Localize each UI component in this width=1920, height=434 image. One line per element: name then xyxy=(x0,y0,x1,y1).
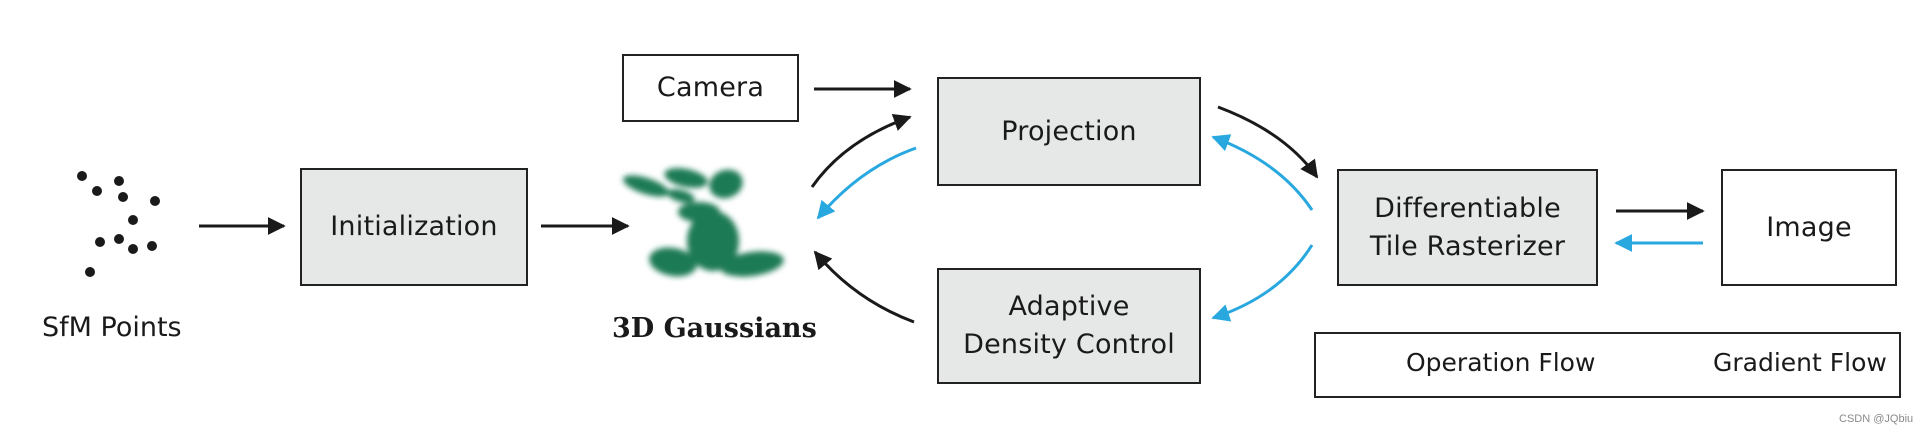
rasterizer-label-line1: Differentiable xyxy=(1374,192,1561,224)
adaptive-density-label-line1: Adaptive xyxy=(1008,291,1130,322)
gaussian-ellipse xyxy=(709,169,743,199)
adaptive-density-control-box: Adaptive Density Control xyxy=(937,268,1201,384)
sfm-point xyxy=(147,241,157,251)
initialization-label: Initialization xyxy=(330,211,498,242)
arrow-gaussians-to-projection xyxy=(810,113,912,188)
gradient-rasterizer-to-density-control xyxy=(1211,244,1314,322)
camera-box: Camera xyxy=(622,54,799,122)
gaussian-ellipse xyxy=(687,211,739,271)
gaussian-ellipse xyxy=(664,168,708,188)
projection-label: Projection xyxy=(1001,115,1137,147)
gaussian-ellipse xyxy=(623,175,669,197)
legend: Operation Flow Gradient Flow xyxy=(1314,332,1901,398)
gradient-rasterizer-to-projection xyxy=(1211,134,1314,211)
camera-label: Camera xyxy=(656,72,765,103)
gaussian-ellipse xyxy=(649,247,697,277)
sfm-point xyxy=(77,171,87,181)
gaussian-ellipse xyxy=(667,189,695,203)
legend-operation-label: Operation Flow xyxy=(1406,348,1596,377)
gaussians-label: 3D Gaussians xyxy=(612,313,817,344)
image-label: Image xyxy=(1766,211,1852,243)
sfm-point xyxy=(128,215,138,225)
rasterizer-box: Differentiable Tile Rasterizer xyxy=(1337,169,1598,286)
sfm-point xyxy=(114,176,124,186)
gradient-projection-to-gaussians xyxy=(816,146,917,220)
adaptive-density-label-line2: Density Control xyxy=(963,329,1175,360)
arrow-density-control-to-gaussians xyxy=(813,250,915,324)
arrow-projection-to-rasterizer xyxy=(1217,105,1319,179)
sfm-point xyxy=(92,186,102,196)
watermark: CSDN @JQbiu xyxy=(1839,413,1914,425)
sfm-point xyxy=(114,234,124,244)
projection-box: Projection xyxy=(937,77,1201,186)
image-box: Image xyxy=(1721,169,1897,286)
gaussians-icon xyxy=(623,168,784,277)
rasterizer-label-line2: Tile Rasterizer xyxy=(1369,230,1566,262)
sfm-point xyxy=(150,196,160,206)
gaussian-ellipse xyxy=(720,251,784,277)
sfm-point xyxy=(118,192,128,202)
sfm-point xyxy=(95,237,105,247)
sfm-points-label: SfM Points xyxy=(42,312,182,343)
sfm-point xyxy=(128,244,138,254)
initialization-box: Initialization xyxy=(300,168,528,286)
sfm-point xyxy=(85,267,95,277)
legend-gradient-label: Gradient Flow xyxy=(1713,348,1887,377)
sfm-points-icon xyxy=(77,171,160,277)
